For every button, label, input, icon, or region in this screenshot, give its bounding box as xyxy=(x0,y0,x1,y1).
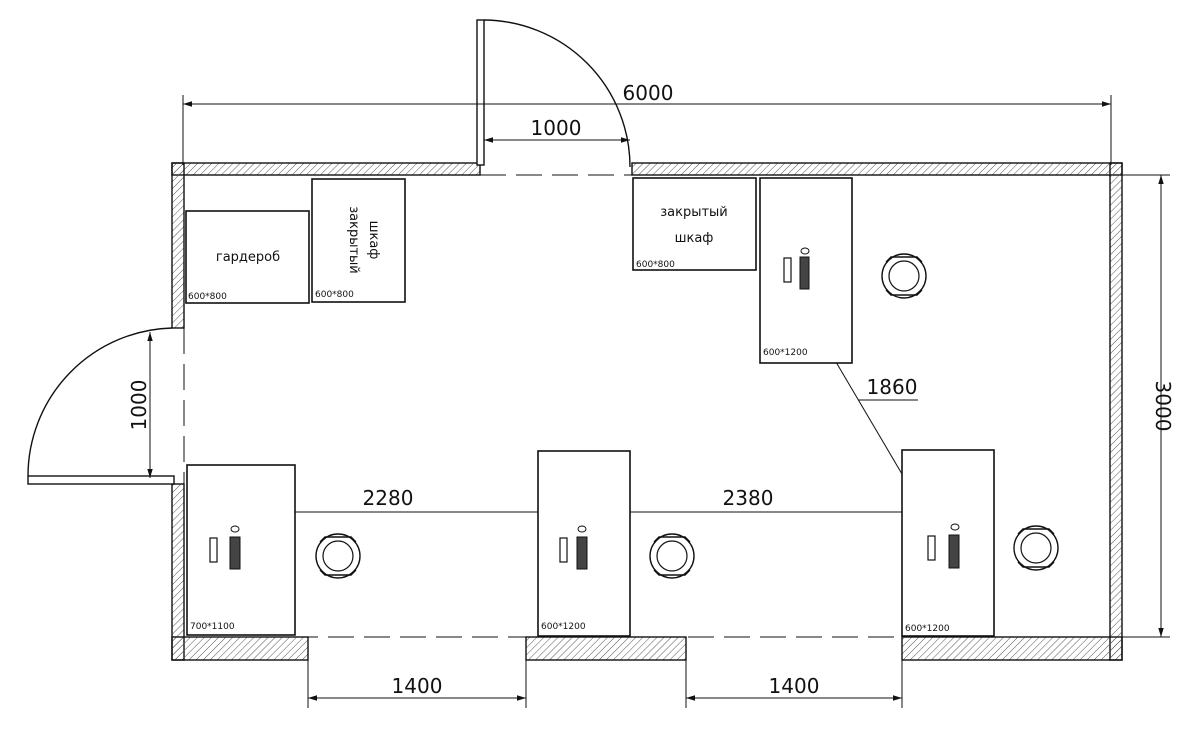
monitor-icon xyxy=(783,257,792,283)
keyboard-icon xyxy=(799,256,810,290)
closed-cabinet-top: закрытый шкаф 600*800 xyxy=(632,177,757,271)
cabinet-top-size: 600*800 xyxy=(636,260,675,270)
wardrobe-label: гардероб xyxy=(216,250,280,265)
top-door-leaf xyxy=(476,19,485,166)
dimension-top-door: 1000 xyxy=(484,116,630,143)
desk-bottom-middle-size: 600*1200 xyxy=(541,622,586,632)
top-door xyxy=(476,19,631,168)
dimension-windows: 1400 1400 xyxy=(307,660,903,708)
computer-set-bottom-left xyxy=(209,525,241,570)
dimension-overall-height: 3000 xyxy=(1122,174,1175,638)
left-door-swing-arc xyxy=(27,327,173,477)
dimension-left-door: 1000 xyxy=(127,332,153,478)
monitor-icon xyxy=(927,535,936,561)
walls xyxy=(171,162,1123,661)
keyboard-icon xyxy=(948,534,960,569)
wall-bottom-right xyxy=(901,636,1123,661)
desk-spacing-right-label: 2380 xyxy=(723,486,774,510)
wardrobe: гардероб 600*800 xyxy=(185,210,310,304)
monitor-icon xyxy=(209,537,218,563)
keyboard-icon xyxy=(229,536,241,570)
cabinet-top-label-line1: закрытый xyxy=(660,205,728,220)
wall-bottom-left xyxy=(171,636,309,661)
chair-bottom-left xyxy=(315,533,361,579)
dimension-overall-width: 6000 xyxy=(182,81,1112,165)
top-door-swing-arc xyxy=(483,19,631,168)
computer-set-bottom-middle xyxy=(559,525,588,570)
computer-set-top-right xyxy=(783,247,810,290)
keyboard-icon xyxy=(576,536,588,570)
wardrobe-size: 600*800 xyxy=(188,292,227,302)
desk-top-right-size: 600*1200 xyxy=(763,348,808,358)
monitor-icon xyxy=(559,537,568,563)
diagonal-distance-label: 1860 xyxy=(867,375,918,399)
desk-top-right: 600*1200 xyxy=(759,177,853,364)
desk-bottom-right-size: 600*1200 xyxy=(905,624,950,634)
top-door-width-label: 1000 xyxy=(531,116,582,140)
overall-width-label: 6000 xyxy=(623,81,674,105)
wall-top-right xyxy=(631,162,1123,176)
chair-top-right xyxy=(881,253,927,299)
wall-left-lower xyxy=(171,483,185,661)
desk-bottom-middle: 600*1200 xyxy=(537,450,631,637)
window-left-width-label: 1400 xyxy=(392,674,443,698)
desk-spacing-left-label: 2280 xyxy=(363,486,414,510)
chair-bottom-right xyxy=(1013,525,1059,571)
desk-bottom-left: 700*1100 xyxy=(186,464,296,636)
wall-bottom-middle xyxy=(525,636,687,661)
mouse-icon xyxy=(800,247,810,255)
window-right-width-label: 1400 xyxy=(769,674,820,698)
cabinet-left-size: 600*800 xyxy=(315,290,354,300)
closed-cabinet-left: закрытый шкаф 600*800 xyxy=(311,178,406,303)
cabinet-left-label-line2: шкаф xyxy=(366,221,381,260)
wall-right xyxy=(1109,162,1123,661)
desk-bottom-left-size: 700*1100 xyxy=(190,622,235,632)
cabinet-top-label-line2: шкаф xyxy=(675,231,714,246)
chair-bottom-middle xyxy=(649,533,695,579)
computer-set-bottom-right xyxy=(927,523,960,569)
left-door-width-label: 1000 xyxy=(127,380,151,431)
wall-top-left xyxy=(171,162,481,176)
mouse-icon xyxy=(577,525,587,533)
desk-bottom-right: 600*1200 xyxy=(901,449,995,637)
mouse-icon xyxy=(950,523,960,531)
overall-height-label: 3000 xyxy=(1151,381,1175,432)
left-door-leaf xyxy=(27,475,175,485)
left-door xyxy=(27,327,175,485)
wall-left-upper xyxy=(171,162,185,329)
mouse-icon xyxy=(230,525,240,533)
cabinet-left-label-line1: закрытый xyxy=(346,206,361,274)
